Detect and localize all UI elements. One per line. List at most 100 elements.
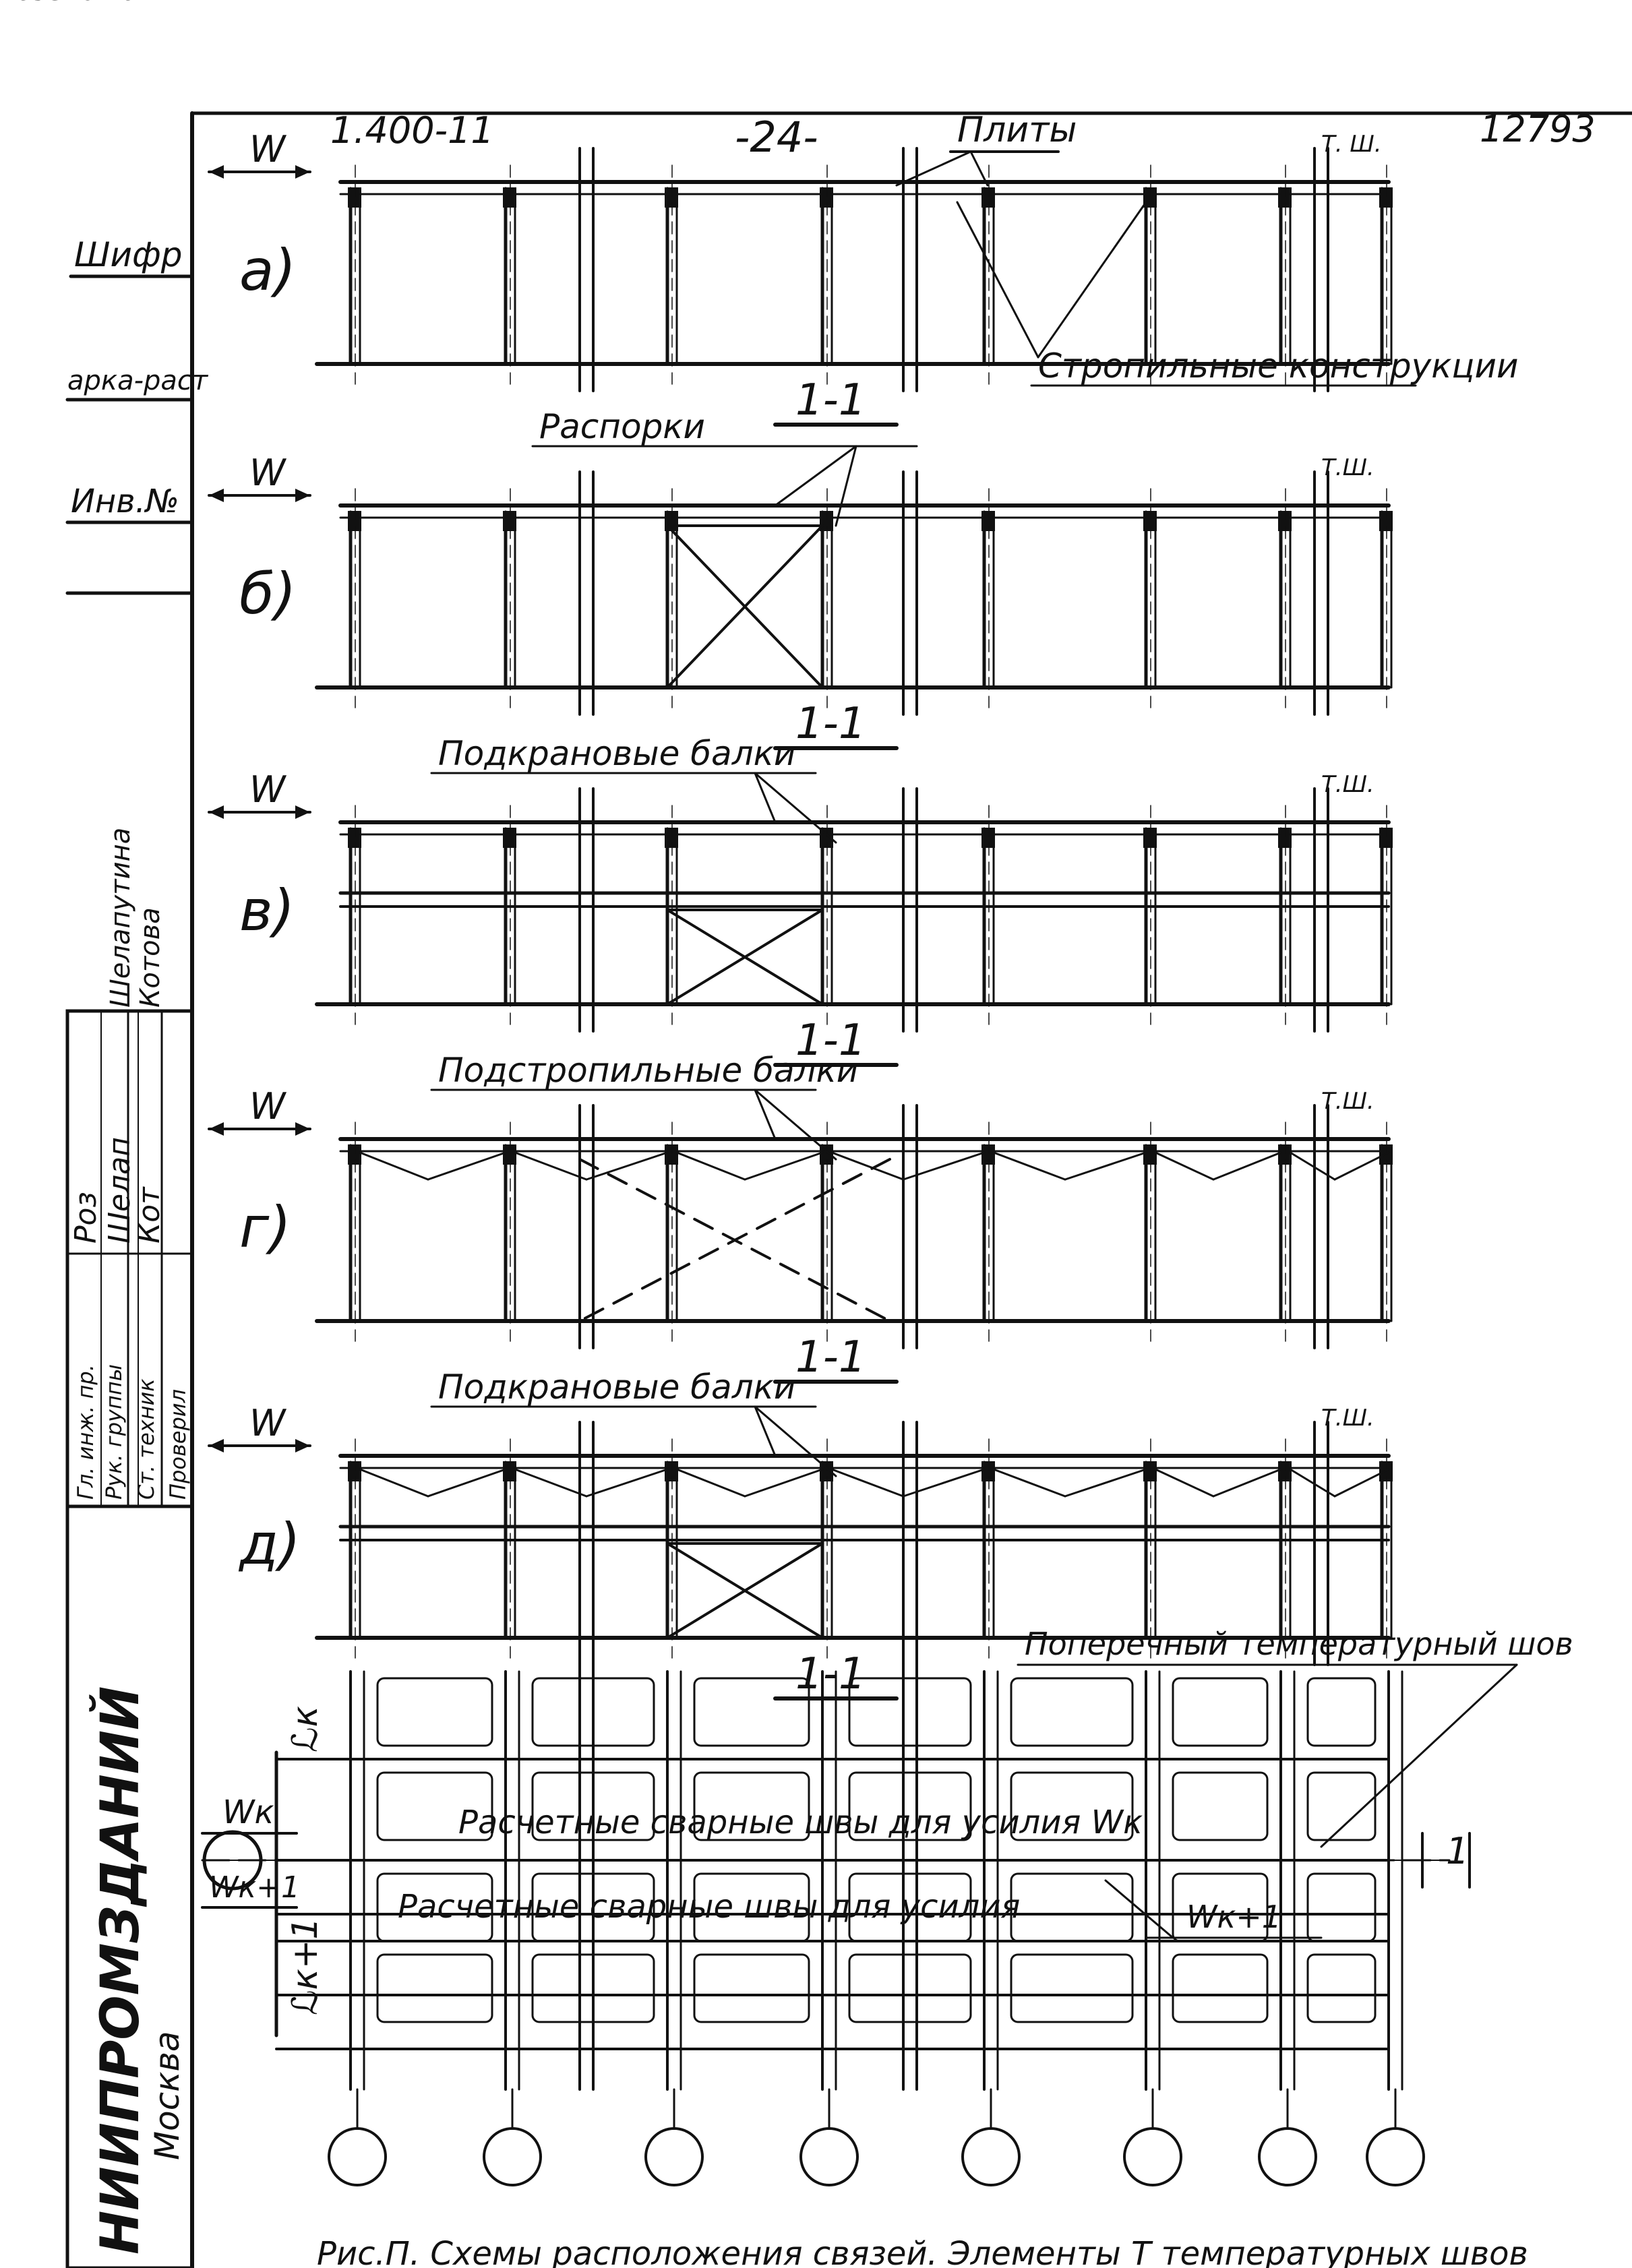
subrafter-slope xyxy=(1154,1468,1215,1498)
axis-bubble xyxy=(961,2127,1021,2186)
truss-support xyxy=(981,1144,995,1165)
signature-3: Кот xyxy=(132,1186,167,1244)
role-chief-engineer: Гл. инж. пр. xyxy=(73,1364,98,1500)
force-label: W xyxy=(249,768,287,811)
cross-brace xyxy=(666,524,824,689)
transverse-joint-label: Поперечный температурный шов xyxy=(1025,1626,1573,1662)
subrafter-slope xyxy=(427,1468,507,1498)
leader-line xyxy=(1320,1663,1518,1848)
wk1-label: Wк+1 xyxy=(209,1870,300,1905)
axis-bubble xyxy=(1258,2127,1317,2186)
truss-support xyxy=(348,1144,361,1165)
plan-plate xyxy=(848,1953,972,2023)
subrafter-slope xyxy=(1333,1468,1390,1498)
truss-support xyxy=(981,511,995,531)
bracing-panel xyxy=(666,909,824,1006)
panel-letter: б) xyxy=(239,561,297,627)
leader-line xyxy=(956,201,1039,359)
org-city: Москва xyxy=(148,2031,187,2160)
callout-label: Подстропильные балки xyxy=(438,1051,858,1090)
bracing-panel xyxy=(666,524,824,689)
leader-line xyxy=(754,772,777,824)
truss-support xyxy=(503,187,516,208)
leader-line xyxy=(774,445,857,507)
callout-label: Подкрановые балки xyxy=(438,1368,795,1407)
subrafter-slope xyxy=(1289,1151,1336,1181)
section-label: 1-1 xyxy=(795,1332,866,1382)
subrafter-slope xyxy=(902,1151,986,1181)
axis-bubble xyxy=(328,2127,387,2186)
truss-support xyxy=(981,828,995,848)
plan-plate xyxy=(1306,1872,1377,1942)
subrafter-slope xyxy=(427,1151,507,1181)
welds-wk1-label: Расчетные сварные швы для усилия xyxy=(398,1888,1020,1926)
truss-support xyxy=(348,187,361,208)
truss-support xyxy=(1278,1461,1292,1481)
name-rozenblum: Розенблюм xyxy=(0,0,158,7)
section-label: 1-1 xyxy=(795,375,866,425)
truss-support xyxy=(348,828,361,848)
cross-brace xyxy=(666,1542,824,1639)
truss-support xyxy=(665,828,678,848)
truss-support xyxy=(1143,828,1157,848)
plan-plate xyxy=(1010,1953,1134,2023)
subrafter-slope xyxy=(675,1151,746,1181)
plan-plate xyxy=(1172,1677,1269,1747)
sidebar-marka: арка-раст xyxy=(67,365,209,396)
subrafter-slope xyxy=(1333,1151,1390,1181)
panel-letter: д) xyxy=(238,1511,301,1577)
leader-line xyxy=(754,1405,837,1477)
bracing-panel xyxy=(666,1542,824,1639)
axis-bubble xyxy=(644,2127,704,2186)
callout-label: Подкрановые балки xyxy=(438,734,795,773)
role-checked: Проверил xyxy=(165,1389,191,1500)
plan-plate xyxy=(693,1953,810,2023)
lk-label: ℒк xyxy=(285,1706,326,1752)
signature-2: Шелап xyxy=(102,1137,137,1244)
axis-bubble xyxy=(1366,2127,1425,2186)
role-senior-tech: Ст. техник xyxy=(133,1378,159,1500)
plan-plate xyxy=(1306,1771,1377,1841)
temperature-joint-label: Т.Ш. xyxy=(1321,1405,1374,1432)
truss-support xyxy=(665,1461,678,1481)
figure-caption: Рис.П. Схемы расположения связей. Элемен… xyxy=(317,2235,1528,2268)
truss-support xyxy=(1379,828,1393,848)
truss-support xyxy=(503,1461,516,1481)
truss-support xyxy=(348,1461,361,1481)
truss-support xyxy=(503,828,516,848)
plan-section-mark: 1 xyxy=(1446,1830,1469,1872)
truss-support xyxy=(1379,187,1393,208)
sidebar: Шифр арка-раст Инв.№ xyxy=(65,235,209,524)
plan-plate xyxy=(693,1872,810,1942)
leader-line xyxy=(754,1089,837,1161)
leader-line xyxy=(754,772,837,844)
subrafter-slope xyxy=(1064,1468,1147,1498)
section-label: 1-1 xyxy=(795,1016,866,1066)
page-number: -24- xyxy=(735,113,818,162)
plan-plate xyxy=(1306,1953,1377,2023)
subrafter-slope xyxy=(830,1151,905,1181)
label-plates: Плиты xyxy=(957,110,1077,150)
subrafter-slope xyxy=(992,1468,1066,1498)
leader-line xyxy=(835,445,857,527)
callout-label: Распорки xyxy=(539,407,705,446)
subrafter-slope xyxy=(585,1151,669,1181)
subrafter-slope xyxy=(1212,1468,1282,1498)
leader-line xyxy=(754,1089,777,1140)
wk-label: Wк xyxy=(222,1794,274,1831)
plan-plate xyxy=(1306,1677,1377,1747)
force-label: W xyxy=(249,1402,287,1444)
subrafter-slope xyxy=(514,1468,588,1498)
temperature-joint-label: Т.Ш. xyxy=(1321,1088,1374,1115)
plan-plate xyxy=(693,1677,810,1747)
truss-support xyxy=(503,1144,516,1165)
lk1-label: ℒк+1 xyxy=(285,1917,326,2015)
truss-support xyxy=(1143,1144,1157,1165)
sidebar-inv: Инв.№ xyxy=(71,483,179,520)
org-name: НИИПРОМЗДАНИЙ xyxy=(89,1686,151,2255)
subrafter-slope xyxy=(1154,1151,1215,1181)
